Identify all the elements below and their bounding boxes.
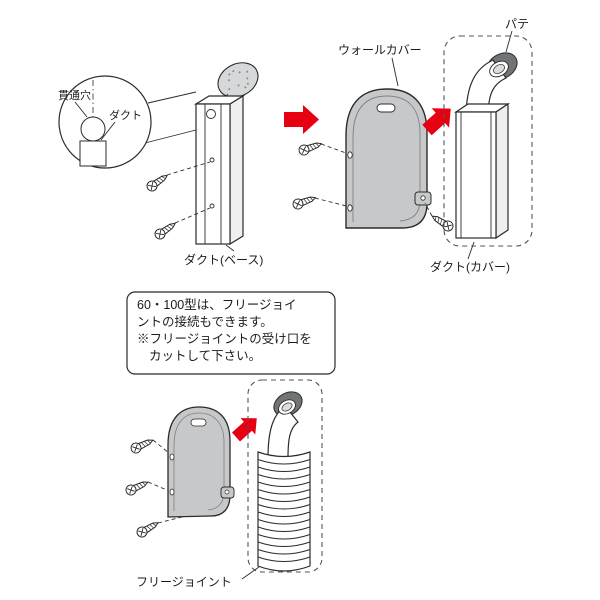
screw-icon xyxy=(291,192,318,211)
label-free-joint-group: フリージョイント xyxy=(136,566,260,589)
label-putty: パテ xyxy=(505,17,529,31)
cover-slot xyxy=(190,418,207,427)
screw-icon xyxy=(123,477,151,498)
label-callout-duct: ダクト xyxy=(109,108,142,122)
screw-icon xyxy=(429,211,456,234)
note-line-3: ※フリージョイントの受け口を xyxy=(137,332,312,346)
duct-base-illustration xyxy=(193,62,259,246)
knockout-hole-piece xyxy=(217,62,259,98)
cover-body xyxy=(345,88,428,229)
note-line-2: ントの接続もできます。 xyxy=(137,314,273,329)
free-joint-assembly-illustration xyxy=(247,379,323,573)
note-line-4: カットして下さい。 xyxy=(149,349,261,363)
screw-icon xyxy=(297,138,324,157)
wall-cover-bottom-illustration xyxy=(167,406,235,518)
through-hole-shape xyxy=(80,116,106,142)
label-putty-group: パテ xyxy=(505,17,529,53)
wall-cover-illustration xyxy=(291,88,456,234)
label-wall-cover: ウォールカバー xyxy=(338,43,422,57)
note-box-border xyxy=(126,291,336,375)
cover-body xyxy=(167,406,231,518)
dashed-outline xyxy=(443,35,533,247)
screw-icon xyxy=(134,517,162,540)
duct-cover-front xyxy=(455,111,497,239)
screws-duct-base xyxy=(144,161,211,242)
duct-profile xyxy=(79,140,107,167)
label-wall-cover-group: ウォールカバー xyxy=(338,43,422,87)
label-duct-cover: ダクト(カバー) xyxy=(430,259,510,274)
note-line-1: 60・100型は、フリージョイ xyxy=(137,298,297,312)
label-free-joint: フリージョイント xyxy=(136,575,232,589)
label-duct-cover-group: ダクト(カバー) xyxy=(430,241,510,274)
arrow-right-icon xyxy=(284,105,319,134)
screw-icon xyxy=(144,170,171,194)
label-through-hole: 貫通穴 xyxy=(58,88,91,102)
screw-icon xyxy=(152,218,179,242)
label-duct-base-group: ダクト(ベース) xyxy=(184,244,263,267)
corrugated-hose xyxy=(257,451,311,572)
label-duct-base: ダクト(ベース) xyxy=(184,252,263,267)
screw-icon xyxy=(128,435,156,456)
screws-wall-cover-bottom xyxy=(123,435,183,540)
installed-assembly-illustration xyxy=(443,35,533,247)
dashed-outline xyxy=(247,379,323,573)
arrow-up-right-icon xyxy=(231,418,257,442)
note-box: 60・100型は、フリージョイ ントの接続もできます。 ※フリージョイントの受け… xyxy=(126,291,336,375)
detail-callout: 貫通穴 ダクト xyxy=(58,75,197,169)
elbow-pipe xyxy=(267,405,299,459)
cover-slot xyxy=(376,103,396,113)
